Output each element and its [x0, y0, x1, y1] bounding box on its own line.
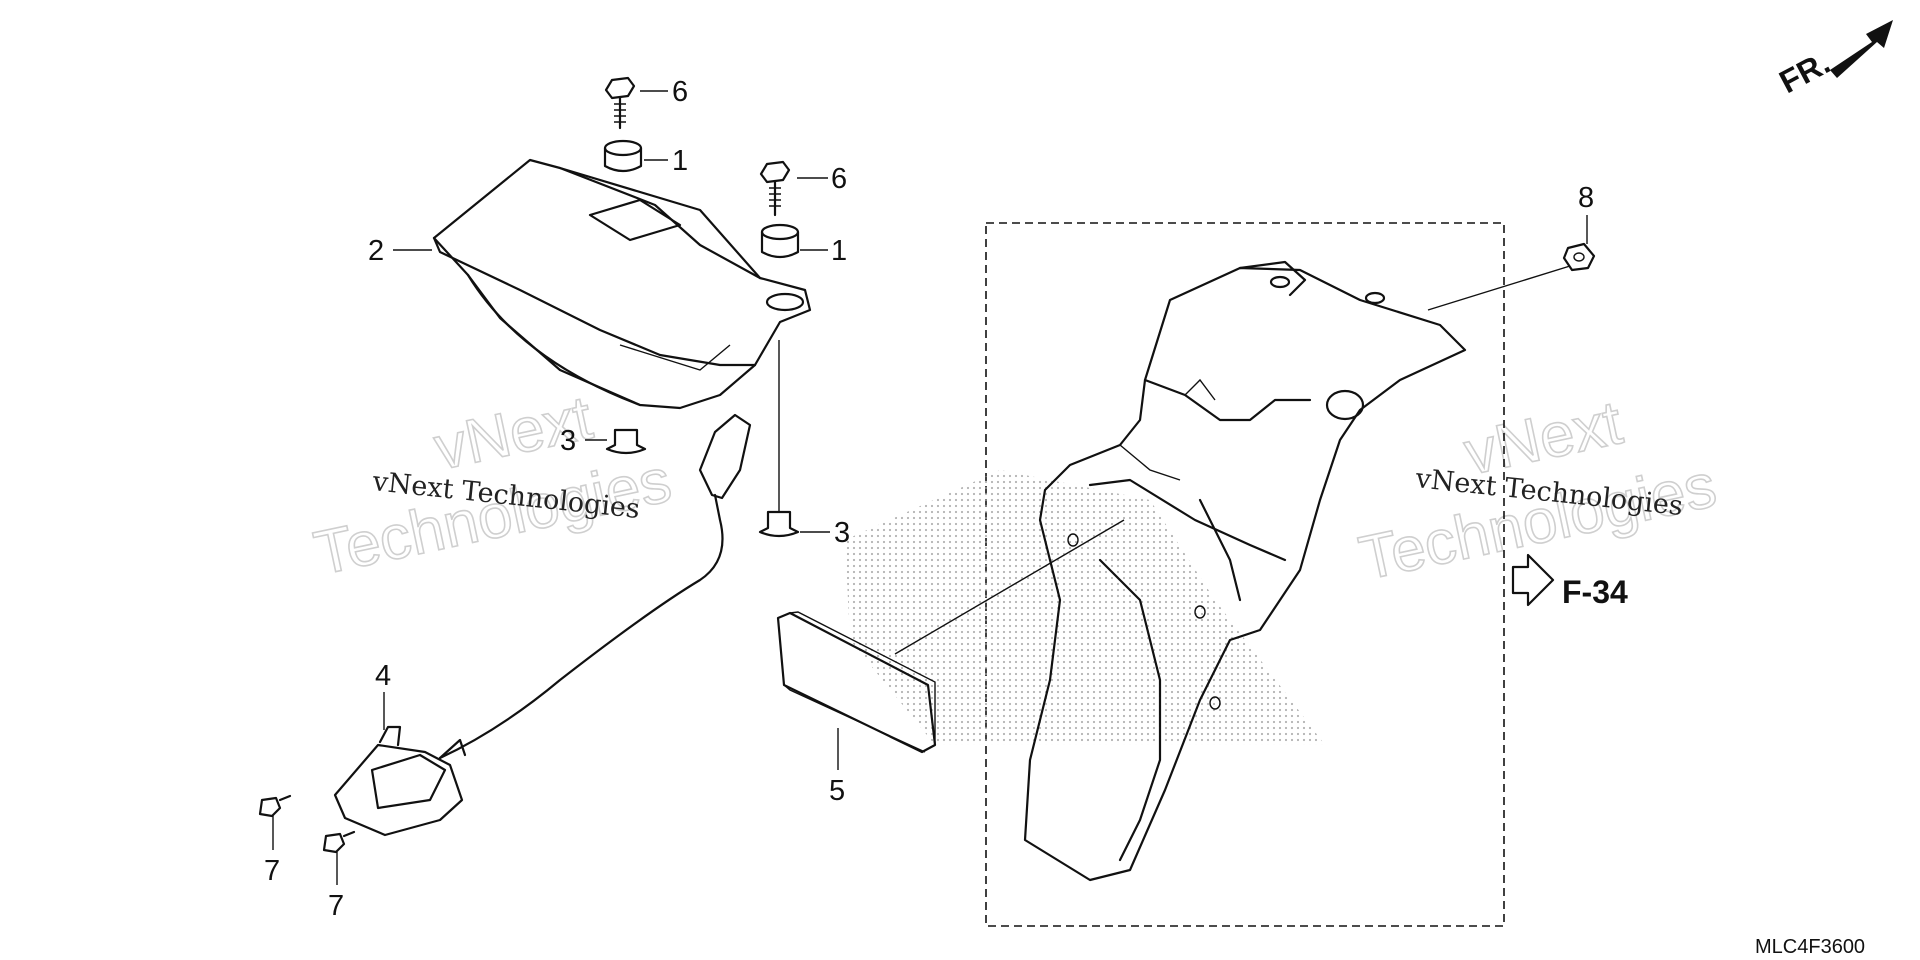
license-light-assembly	[333, 725, 467, 837]
front-direction-label: FR.	[1773, 44, 1835, 100]
harness-connector	[698, 413, 752, 500]
reference-label[interactable]: F-34	[1562, 574, 1628, 610]
nut-8	[1562, 242, 1596, 272]
wiring-harness	[438, 493, 724, 760]
callout-1-right: 1	[831, 235, 847, 267]
tail-light-assembly	[432, 158, 812, 410]
callout-7-right: 7	[328, 890, 344, 922]
nut-8-leader	[1427, 265, 1571, 311]
screw-7-left	[258, 794, 292, 818]
watermark-left: vNext Technologies vNext Technologies	[308, 382, 678, 589]
callout-7-left: 7	[264, 855, 280, 887]
callout-5: 5	[829, 775, 845, 807]
reference-link[interactable]: F-34	[1511, 553, 1628, 610]
callout-1-upper: 1	[672, 145, 688, 177]
front-direction-arrow: FR.	[1773, 20, 1893, 100]
callout-6-right: 6	[831, 163, 847, 195]
reflector-leader	[894, 519, 1125, 655]
callout-8: 8	[1578, 182, 1594, 214]
watermark-right: vNext Technologies vNext Technologies	[1353, 387, 1723, 594]
reference-arrow-icon	[1511, 553, 1555, 607]
grommet-1-upper	[603, 139, 643, 173]
callout-4: 4	[375, 660, 391, 692]
grommet-1-right	[760, 223, 800, 259]
collar-3-right	[758, 510, 800, 538]
callout-6-upper: 6	[672, 76, 688, 108]
collar-3-left	[605, 428, 647, 455]
callout-2: 2	[368, 235, 384, 267]
bolt-6-upper	[604, 76, 636, 130]
rear-reflector	[776, 611, 937, 754]
bolt-6-right	[759, 160, 791, 217]
callout-3-left: 3	[560, 425, 576, 457]
screw-7-right	[322, 830, 356, 854]
callout-3-right: 3	[834, 517, 850, 549]
mount-shading	[845, 470, 1325, 745]
drawing-code: MLC4F3600	[1755, 936, 1865, 958]
rear-fender	[1023, 260, 1467, 882]
